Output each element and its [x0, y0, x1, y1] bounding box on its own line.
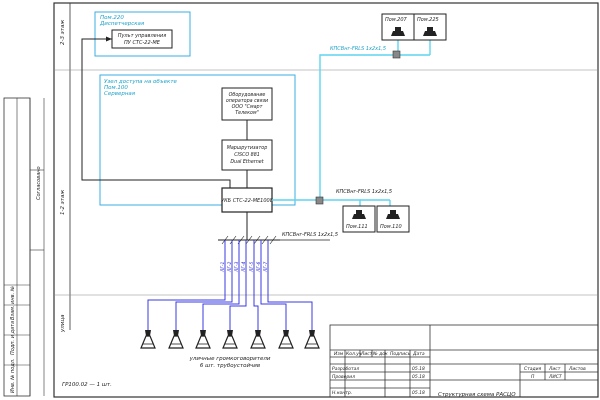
stamp-header: Дата: [412, 351, 425, 357]
dispatch-room-name: Диспетчерская: [99, 21, 145, 27]
junction-box: [392, 50, 401, 59]
stamp-header: Подпись: [390, 351, 411, 357]
main-unit-box: [221, 187, 273, 213]
horn-speaker-icon: [304, 330, 320, 349]
footer-note: ГР100.02 — 1 шт.: [62, 382, 112, 388]
stamp-header: Изм: [334, 351, 344, 357]
router-ports: Dual Ethernet: [230, 159, 264, 165]
line-label: ЛГ-4: [241, 261, 247, 273]
horn-speaker-icon: [195, 330, 211, 349]
dispatch-room-frame: [94, 11, 191, 57]
stamp-date: 05.18: [412, 366, 425, 372]
operator-equipment-box: [221, 87, 273, 121]
stamp-header: Лист: [360, 351, 373, 357]
side-label: Взам. инв. №: [10, 286, 16, 320]
room-207-label: Пом.207: [385, 17, 408, 23]
level-label-outdoor: улица: [60, 314, 66, 333]
ceiling-speaker-icon: [391, 27, 405, 36]
node-title: Узел доступа на объекте: [104, 79, 178, 85]
stamp-role: Н.контр.: [332, 390, 352, 396]
horn-speaker-icon: [278, 330, 294, 349]
line-label: ЛГ-5: [249, 261, 255, 273]
room-110-label: Пом.110: [380, 224, 402, 230]
drawing-title: Структурная схема РАСЦО: [438, 392, 516, 398]
stamp-date: 05.18: [412, 390, 425, 396]
stamp-stage-value: П: [531, 374, 535, 380]
router-label: Маршрутизатор: [227, 145, 268, 151]
link-panel-unit: [81, 38, 231, 188]
horn-speaker-icon: [168, 330, 184, 349]
cable-upper: [272, 38, 399, 201]
junction-box: [315, 196, 324, 205]
cable-middle-label: КПСВнг-FRLS 1х2х1,5: [336, 189, 392, 195]
room-225-label: Пом.225: [417, 17, 439, 23]
line-label: ЛГ-6: [256, 261, 262, 273]
stamp-date: 05.18: [412, 374, 425, 380]
stamp-stage-label: Стадия: [524, 366, 542, 372]
ceiling-speaker-icon: [386, 210, 400, 219]
control-panel-label: Пульт управления: [118, 33, 167, 39]
stamp-header: № док: [372, 351, 388, 357]
operator-line: ООО "Смарт: [232, 104, 263, 110]
line-label: ЛГ-7: [263, 261, 269, 273]
level-label-1: 1-2 этаж: [60, 190, 66, 215]
side-label: Согласовано: [36, 166, 42, 200]
side-label: Подп. и дата: [10, 321, 16, 355]
server-node-frame: [99, 74, 296, 206]
ceiling-speaker-icon: [352, 210, 366, 219]
horn-speaker-icon: [222, 330, 238, 349]
cable-upper-label: КПСВнг-FRLS 1х2х1,5: [330, 46, 386, 52]
horn-speaker-icon: [140, 330, 156, 349]
stamp-header: Кол.уч: [346, 351, 362, 357]
router-box: [221, 139, 273, 171]
room-111-label: Пом.111: [346, 224, 368, 230]
operator-line: Оборудование: [229, 92, 266, 98]
outdoor-caption: уличные громкоговорители: [189, 356, 271, 362]
ceiling-speaker-icon: [423, 27, 437, 36]
control-panel-model: ПУ СТС-22-МЕ: [124, 40, 161, 46]
stamp-role: Проверил: [332, 374, 355, 380]
stamp-role: Разработал: [332, 366, 359, 372]
dispatch-room-number: Пом.220: [100, 15, 124, 21]
line-label: ЛГ-1: [220, 261, 226, 273]
operator-line: Телеком": [235, 110, 259, 116]
line-label: ЛГ-3: [234, 261, 240, 273]
stamp-sheet-value: ЛИСТ: [548, 374, 563, 380]
drawing-frame: [53, 2, 599, 398]
arrow-head: [106, 36, 112, 42]
stamp-sheet-label: Лист: [548, 366, 561, 372]
server-room-number: Пом.100: [104, 85, 128, 91]
outdoor-speakers: [140, 330, 320, 349]
outdoor-caption-count: 6 шт. трубоустойчив: [200, 363, 260, 369]
main-unit-label: УКБ СТС-22-МЕ1008: [221, 198, 273, 204]
side-label: Инв. № подл.: [10, 359, 16, 394]
stamp-sheets-label: Листов: [568, 366, 586, 372]
title-block: [329, 324, 599, 398]
cable-lower-label: КПСВнг-FRLS 1х2х1,5: [282, 232, 338, 238]
speaker-lines: [147, 240, 313, 330]
level-label-2: 2-3 этаж: [60, 20, 66, 45]
operator-line: оператора связи: [226, 99, 268, 104]
router-model: CISCO 881: [234, 152, 260, 158]
server-room-name: Серверная: [104, 91, 136, 97]
line-label: ЛГ-2: [227, 261, 233, 273]
horn-speaker-icon: [250, 330, 266, 349]
